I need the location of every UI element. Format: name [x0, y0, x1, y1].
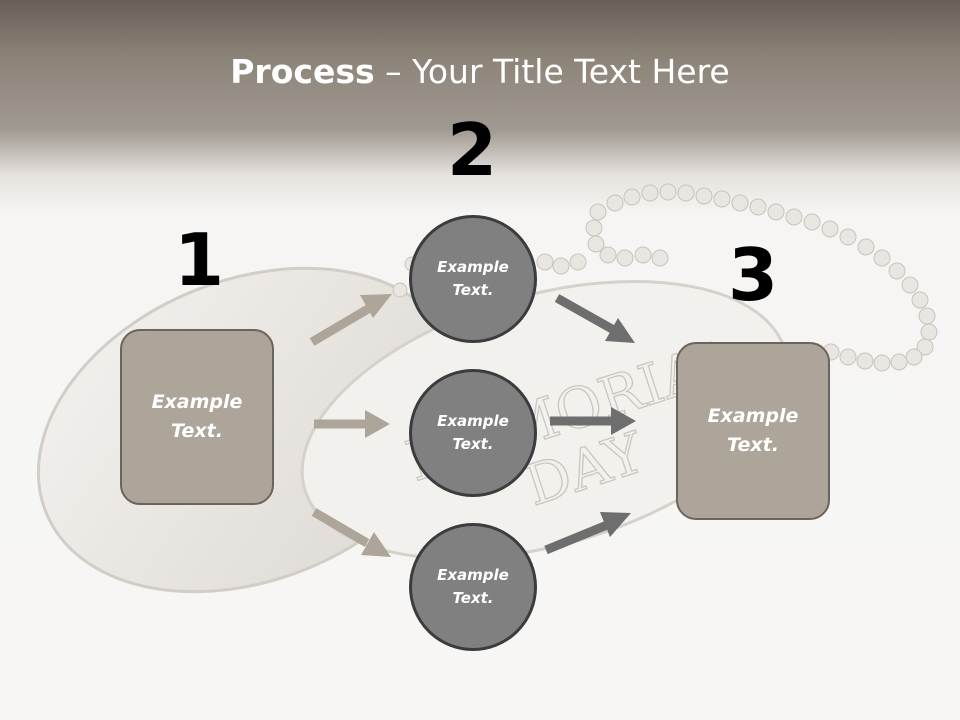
- slide-title: Process – Your Title Text Here: [0, 52, 960, 91]
- title-bold: Process: [230, 52, 375, 91]
- circle-top-label: Example Text.: [437, 258, 509, 299]
- title-rest: – Your Title Text Here: [374, 52, 730, 91]
- arrow-1-to-top: [309, 294, 392, 346]
- bead-chain: [392, 183, 938, 372]
- step-number-2: 2: [446, 108, 498, 192]
- step-number-3: 3: [727, 233, 779, 317]
- circle-bottom-label: Example Text.: [437, 566, 509, 607]
- arrow-bottom-to-3: [544, 512, 631, 555]
- step-number-1: 1: [173, 218, 225, 302]
- arrow-middle-to-3: [550, 407, 636, 435]
- step-3-label: Example Text.: [707, 405, 799, 456]
- step-2-circle-middle[interactable]: Example Text.: [409, 369, 537, 497]
- arrow-1-to-bottom: [311, 508, 391, 557]
- step-1-label: Example Text.: [151, 391, 243, 442]
- step-1-box[interactable]: Example Text.: [120, 329, 274, 505]
- arrow-top-to-3: [554, 294, 635, 343]
- step-2-circle-bottom[interactable]: Example Text.: [409, 523, 537, 651]
- step-2-circle-top[interactable]: Example Text.: [409, 215, 537, 343]
- circle-middle-label: Example Text.: [437, 412, 509, 453]
- arrow-1-to-middle: [314, 410, 390, 438]
- step-3-box[interactable]: Example Text.: [676, 342, 830, 520]
